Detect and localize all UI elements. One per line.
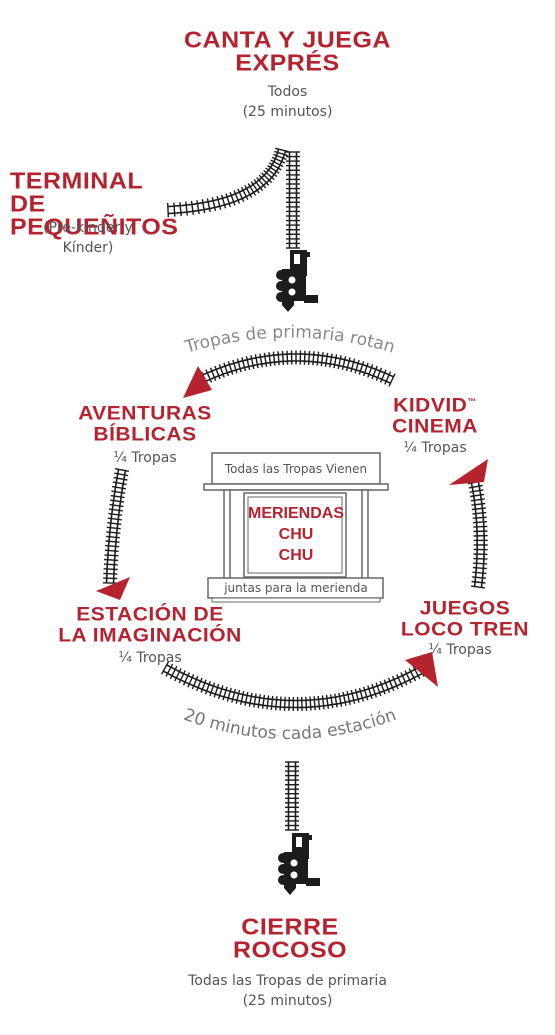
track-bottom-arc (160, 661, 430, 712)
end-details: Todas las Tropas de primaria (25 minutos… (150, 971, 425, 1011)
train-tracks (102, 147, 488, 831)
station-games-line1: JUEGOS (419, 597, 511, 619)
arrow-to-kidvid-icon (449, 459, 488, 485)
station-bible-line2: BÍBLICAS (93, 424, 197, 446)
start-title: CANTA Y JUEGA EXPRÉS (140, 29, 435, 75)
snack-title-line2: CHU (279, 526, 314, 543)
locomotive-icon (278, 833, 320, 895)
preschool-audience-line1: (Pre-kínder y (43, 220, 133, 236)
arrow-to-imagination-icon (96, 577, 130, 600)
start-duration: (25 minutos) (242, 104, 333, 120)
preschool-title-line1: TERMINAL DE (10, 168, 143, 217)
rotation-top-label: Tropas de primaria rotan (182, 322, 397, 357)
station-imagination-line1: ESTACIÓN DE (76, 603, 224, 625)
snack-banner-top: Todas las Tropas Vienen (224, 462, 367, 476)
station-kidvid-line1: KIDVID (393, 394, 468, 416)
station-kidvid-title: KIDVID™ CINEMA (370, 395, 500, 437)
end-audience: Todas las Tropas de primaria (188, 973, 387, 989)
station-imagination-group: ¼ Tropas (118, 650, 182, 666)
station-games-line2: LOCO TREN (400, 619, 530, 641)
track-from-start (286, 151, 300, 249)
snack-title-line1: MERIENDAS (248, 505, 344, 522)
arrow-to-games-icon (405, 652, 438, 687)
station-kidvid-line1-wrap: KIDVID™ (370, 395, 500, 416)
arrow-to-bible-icon (183, 366, 212, 398)
start-title-line1: CANTA Y JUEGA (183, 27, 391, 53)
start-title-line2: EXPRÉS (235, 50, 340, 76)
snack-building: Todas las Tropas Vienen MERIENDAS CHU CH… (203, 452, 389, 603)
trademark-mark: ™ (467, 396, 477, 406)
station-imagination-line2: LA IMAGINACIÓN (58, 625, 242, 647)
preschool-audience-line2: Kínder) (62, 240, 114, 256)
track-right-side (467, 475, 488, 589)
rotation-bottom-label: 20 minutos cada estación (181, 705, 399, 744)
station-games-title: JUEGOS LOCO TREN (395, 598, 535, 640)
station-bible-group: ¼ Tropas (113, 450, 177, 466)
start-audience: Todos (267, 84, 308, 100)
track-top-arc (196, 350, 396, 387)
station-kidvid-group: ¼ Tropas (403, 440, 467, 456)
locomotive-icon (276, 250, 318, 312)
station-kidvid-line2: CINEMA (392, 416, 478, 438)
end-title-line2: ROCOSO (232, 937, 348, 963)
preschool-title: TERMINAL DE PEQUEÑITOS (10, 170, 185, 239)
preschool-details: (Pre-kínder y Kínder) (28, 218, 148, 258)
end-title: CIERRE ROCOSO (175, 916, 405, 962)
station-games-group: ¼ Tropas (428, 642, 492, 658)
start-details: Todos (25 minutos) (190, 82, 385, 122)
station-imagination-title: ESTACIÓN DE LA IMAGINACIÓN (40, 604, 260, 646)
track-left-side (102, 468, 130, 584)
preschool-title-line2: PEQUEÑITOS (10, 214, 179, 240)
snack-title-line3: CHU (279, 547, 314, 564)
track-from-preschool (167, 147, 289, 218)
end-title-line1: CIERRE (241, 914, 339, 940)
station-bible-line1: AVENTURAS (78, 402, 212, 424)
end-duration: (25 minutos) (242, 993, 333, 1009)
track-to-end (285, 761, 299, 831)
station-bible-title: AVENTURAS BÍBLICAS (60, 403, 230, 445)
snack-banner-bottom: juntas para la merienda (223, 581, 368, 595)
